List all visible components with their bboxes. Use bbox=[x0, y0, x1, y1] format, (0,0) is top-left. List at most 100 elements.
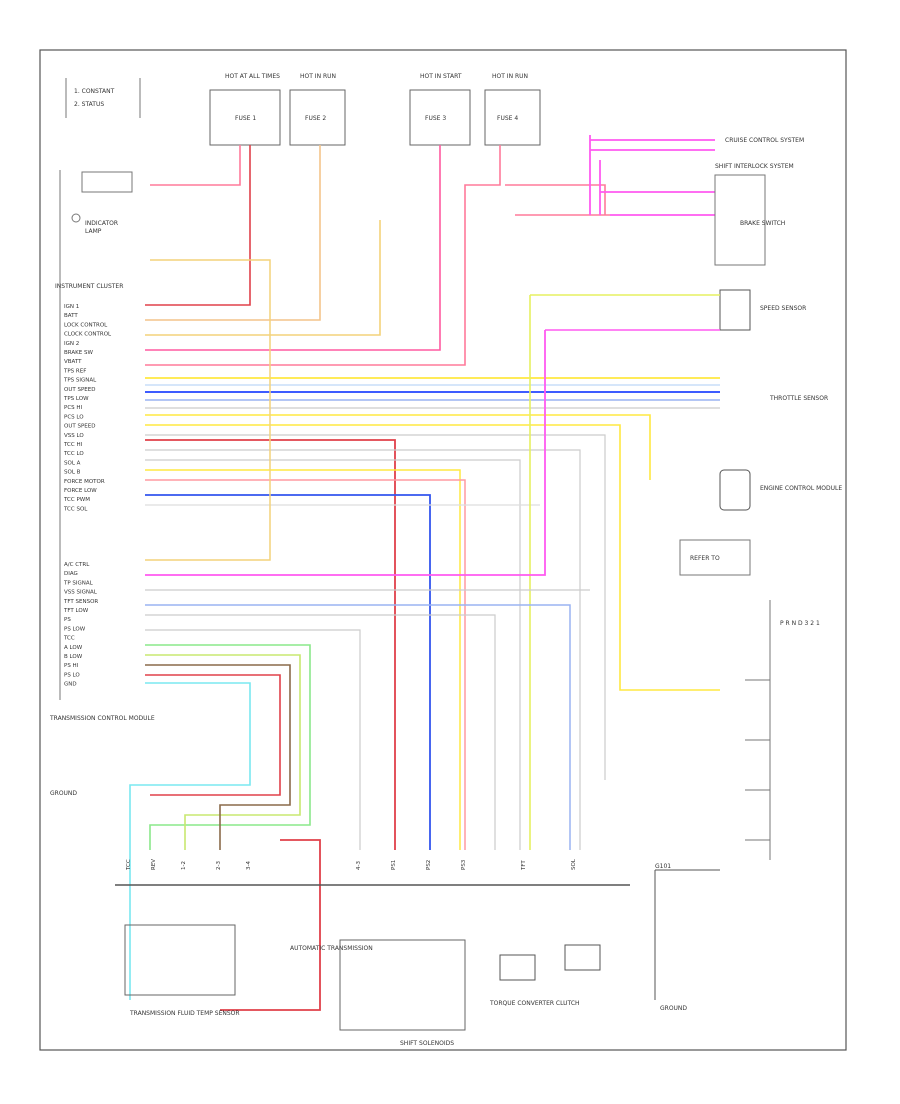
fuse-1-head: HOT AT ALL TIMES bbox=[225, 73, 280, 80]
pin-label: LOCK CONTROL bbox=[64, 322, 108, 328]
connector-label: SOL bbox=[571, 858, 577, 870]
fuse-block-1: HOT AT ALL TIMES FUSE 1 bbox=[209, 73, 281, 146]
fuse-block-2: HOT IN RUN FUSE 2 bbox=[289, 73, 346, 146]
fuse-2-head: HOT IN RUN bbox=[300, 73, 336, 80]
pin-label: PS HI bbox=[64, 663, 79, 669]
connector-label: 4-3 bbox=[356, 861, 362, 870]
pin-label: TCC LO bbox=[63, 451, 84, 457]
tcc-block: TORQUE CONVERTER CLUTCH bbox=[489, 944, 601, 1007]
connector-label: 2-3 bbox=[216, 861, 222, 870]
pin-label: TPS LOW bbox=[63, 396, 89, 402]
pin-label: PCS HI bbox=[64, 405, 83, 411]
pin-label: B LOW bbox=[64, 654, 83, 660]
legend-line-1: 1. CONSTANT bbox=[74, 88, 115, 95]
cluster-label: INSTRUMENT CLUSTER bbox=[55, 283, 123, 290]
harness-lines bbox=[129, 259, 720, 1011]
tcc-label: TORQUE CONVERTER CLUTCH bbox=[489, 1000, 580, 1007]
fuse-block-3: HOT IN START FUSE 3 bbox=[409, 73, 471, 146]
speed-sensor: SPEED SENSOR bbox=[719, 289, 806, 331]
connector-label: PS2 bbox=[426, 860, 432, 870]
connector-label: 3-4 bbox=[246, 861, 252, 870]
pin-label: SOL B bbox=[64, 470, 81, 476]
pin-label: VBATT bbox=[64, 359, 82, 365]
fluid-temp-sensor: TRANSMISSION FLUID TEMP SENSOR bbox=[124, 924, 240, 1017]
speed-sensor-label: SPEED SENSOR bbox=[760, 305, 806, 312]
throttle-label: THROTTLE SENSOR bbox=[769, 395, 828, 402]
auto-trans-block: AUTOMATIC TRANSMISSION SHIFT SOLENOIDS bbox=[290, 939, 466, 1047]
pin-label: IGN 2 bbox=[64, 341, 79, 347]
pin-label: OUT SPEED bbox=[64, 424, 95, 430]
tcm-label: TRANSMISSION CONTROL MODULE bbox=[49, 715, 155, 722]
connector-labels: TCC REV 1-2 2-3 3-4 4-3 PS1 PS2 PS3 TFT SOL bbox=[126, 858, 577, 871]
pin-label: OUT SPEED bbox=[64, 387, 95, 393]
pin-label: TCC bbox=[63, 636, 75, 642]
pin-label: DIAG bbox=[64, 571, 78, 577]
pin-label: TFT LOW bbox=[63, 608, 89, 614]
pin-label: VSS LO bbox=[64, 433, 84, 439]
cruise-control-system: CRUISE CONTROL SYSTEM bbox=[589, 135, 804, 215]
fuse-2-cap: FUSE 2 bbox=[305, 115, 326, 122]
legend-line-2: 2. STATUS bbox=[74, 101, 104, 108]
lamp-label: LAMP bbox=[85, 228, 102, 235]
pin-label: TCC HI bbox=[63, 442, 83, 448]
footer-code: G101 bbox=[655, 863, 671, 870]
engine-control-module: ENGINE CONTROL MODULE REFER TO bbox=[679, 469, 842, 576]
fuse-1-cap: FUSE 1 bbox=[235, 115, 256, 122]
pin-label: PS LOW bbox=[64, 626, 86, 632]
pin-label: CLOCK CONTROL bbox=[64, 332, 112, 338]
instrument-cluster: INDICATOR LAMP INSTRUMENT CLUSTER TRANSM… bbox=[49, 170, 155, 797]
shift-interlock-system: SHIFT INTERLOCK SYSTEM BRAKE SWITCH bbox=[599, 160, 794, 266]
pin-labels-1: IGN 1 BATT LOCK CONTROL CLOCK CONTROL IGN 2 B… bbox=[63, 304, 112, 512]
pin-label: GND bbox=[64, 682, 77, 688]
fuse-4-head: HOT IN RUN bbox=[492, 73, 528, 80]
connector-label: TFT bbox=[521, 860, 527, 871]
solenoid-label: SHIFT SOLENOIDS bbox=[400, 1040, 454, 1047]
fuse-3-cap: FUSE 3 bbox=[425, 115, 446, 122]
throttle-sensor: THROTTLE SENSOR bbox=[769, 395, 828, 402]
fuse-4-cap: FUSE 4 bbox=[497, 115, 518, 122]
pin-labels-2: A/C CTRL DIAG TP SIGNAL VSS SIGNAL TFT SENSO… bbox=[63, 562, 98, 688]
sensor-label: TRANSMISSION FLUID TEMP SENSOR bbox=[129, 1010, 240, 1017]
pin-label: PS bbox=[64, 617, 71, 623]
fuse-block-4: HOT IN RUN FUSE 4 bbox=[484, 73, 541, 146]
connector-label: PS1 bbox=[391, 860, 397, 870]
pin-label: TP SIGNAL bbox=[63, 580, 94, 586]
pin-label: SOL A bbox=[64, 460, 81, 466]
pin-label: BATT bbox=[64, 313, 78, 319]
control-label: CRUISE CONTROL SYSTEM bbox=[725, 137, 804, 144]
connector-label: PS3 bbox=[461, 859, 467, 870]
engine-module-label: ENGINE CONTROL MODULE bbox=[760, 485, 842, 492]
pin-label: A/C CTRL bbox=[64, 562, 90, 568]
fuse-3-head: HOT IN START bbox=[420, 73, 462, 80]
ground-label: GROUND bbox=[50, 790, 77, 797]
diagram-frame bbox=[39, 49, 847, 1051]
pin-label: FORCE MOTOR bbox=[64, 479, 105, 485]
pin-label: A LOW bbox=[64, 645, 83, 651]
gnd-label: GROUND bbox=[660, 1005, 687, 1012]
pin-label: TFT SENSOR bbox=[63, 599, 98, 605]
pin-label: TCC SOL bbox=[63, 506, 88, 512]
indicator-label: INDICATOR bbox=[85, 220, 118, 227]
connector-label: 1-2 bbox=[181, 861, 187, 870]
connector-label: TCC bbox=[126, 859, 132, 871]
range-switch: P R N D 3 2 1 bbox=[745, 600, 820, 860]
pin-label: PS LO bbox=[64, 672, 80, 678]
brake-label: BRAKE SWITCH bbox=[740, 220, 785, 227]
bottom-connector: G101 bbox=[115, 863, 720, 886]
legend-box: 1. CONSTANT 2. STATUS bbox=[65, 78, 141, 118]
pin-label: PCS LO bbox=[64, 414, 84, 420]
pin-label: FORCE LOW bbox=[64, 488, 97, 494]
gnd-block: GROUND bbox=[654, 870, 687, 1012]
pin-label: IGN 1 bbox=[64, 304, 79, 310]
connector-label: REV bbox=[151, 859, 157, 870]
switch-label-0: P R N D 3 2 1 bbox=[780, 620, 820, 627]
pin-label: BRAKE SW bbox=[64, 350, 93, 356]
shift-label: SHIFT INTERLOCK SYSTEM bbox=[715, 163, 794, 170]
note-label: REFER TO bbox=[690, 555, 720, 562]
pin-label: TCC PWM bbox=[63, 497, 90, 503]
pin-label: TPS SIGNAL bbox=[63, 378, 97, 384]
pin-label: VSS SIGNAL bbox=[64, 590, 98, 596]
auto-trans-label: AUTOMATIC TRANSMISSION bbox=[290, 945, 373, 952]
